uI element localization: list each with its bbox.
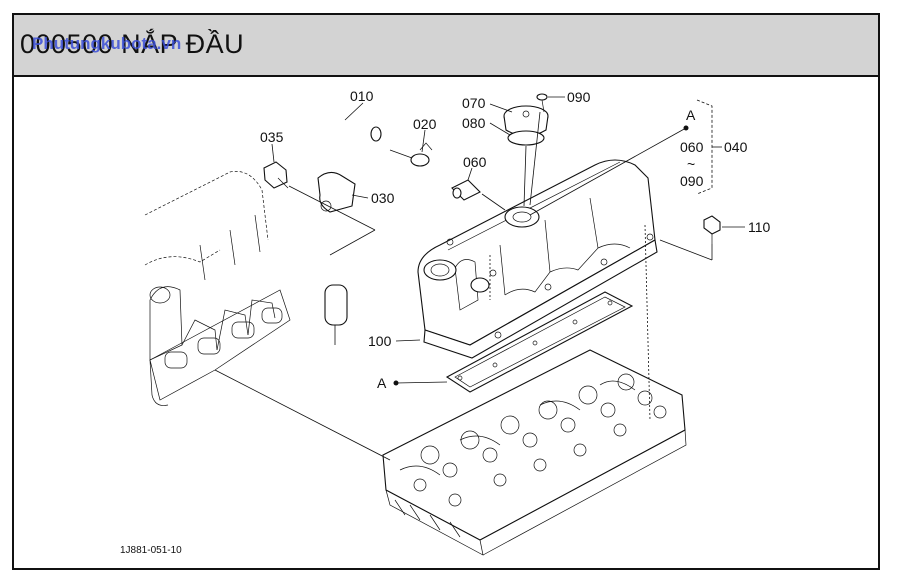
bolt-035-drawing <box>263 161 289 189</box>
breather-pipe-drawing <box>324 114 382 326</box>
callout-020: 020 <box>413 116 437 132</box>
callout-060: 060 <box>463 154 487 170</box>
callout-060-range-start: 060 <box>680 139 704 155</box>
cylinder-head-valves <box>394 373 667 538</box>
bolt-110-drawing <box>703 215 721 244</box>
hose-clamp-drawing <box>410 142 433 167</box>
head-cover-gasket-drawing <box>445 291 634 393</box>
oil-filler-cap-drawing <box>503 105 549 146</box>
callout-030: 030 <box>371 190 395 206</box>
reference-a-top: A <box>686 107 696 123</box>
pipe-clamp-drawing <box>317 171 356 213</box>
callout-010: 010 <box>350 88 374 104</box>
header-bar: 000500 NẮP ĐẦU Phutungkubota.vn <box>14 15 878 77</box>
callout-035: 035 <box>260 129 284 145</box>
breather-hose-drawing <box>451 179 481 201</box>
callout-070: 070 <box>462 95 486 111</box>
page-title: 000500 NẮP ĐẦU <box>20 29 245 59</box>
watermark-logo: Phutungkubota.vn <box>32 34 182 53</box>
callout-110: 110 <box>748 219 771 235</box>
leader-lines <box>214 96 745 461</box>
reference-a-left: A <box>377 375 387 391</box>
callout-080: 080 <box>462 115 486 131</box>
callout-040: 040 <box>724 139 748 155</box>
callout-100: 100 <box>368 333 392 349</box>
intake-manifold-drawing <box>144 171 291 406</box>
range-tilde: ~ <box>687 156 695 172</box>
cylinder-head-drawing <box>382 349 687 556</box>
cylinder-head-cover-drawing <box>417 159 658 359</box>
screw-090-drawing <box>536 93 548 113</box>
callout-090: 090 <box>567 89 591 105</box>
drawing-code: 1J881-051-10 <box>120 545 182 556</box>
callout-090-range-end: 090 <box>680 173 704 189</box>
